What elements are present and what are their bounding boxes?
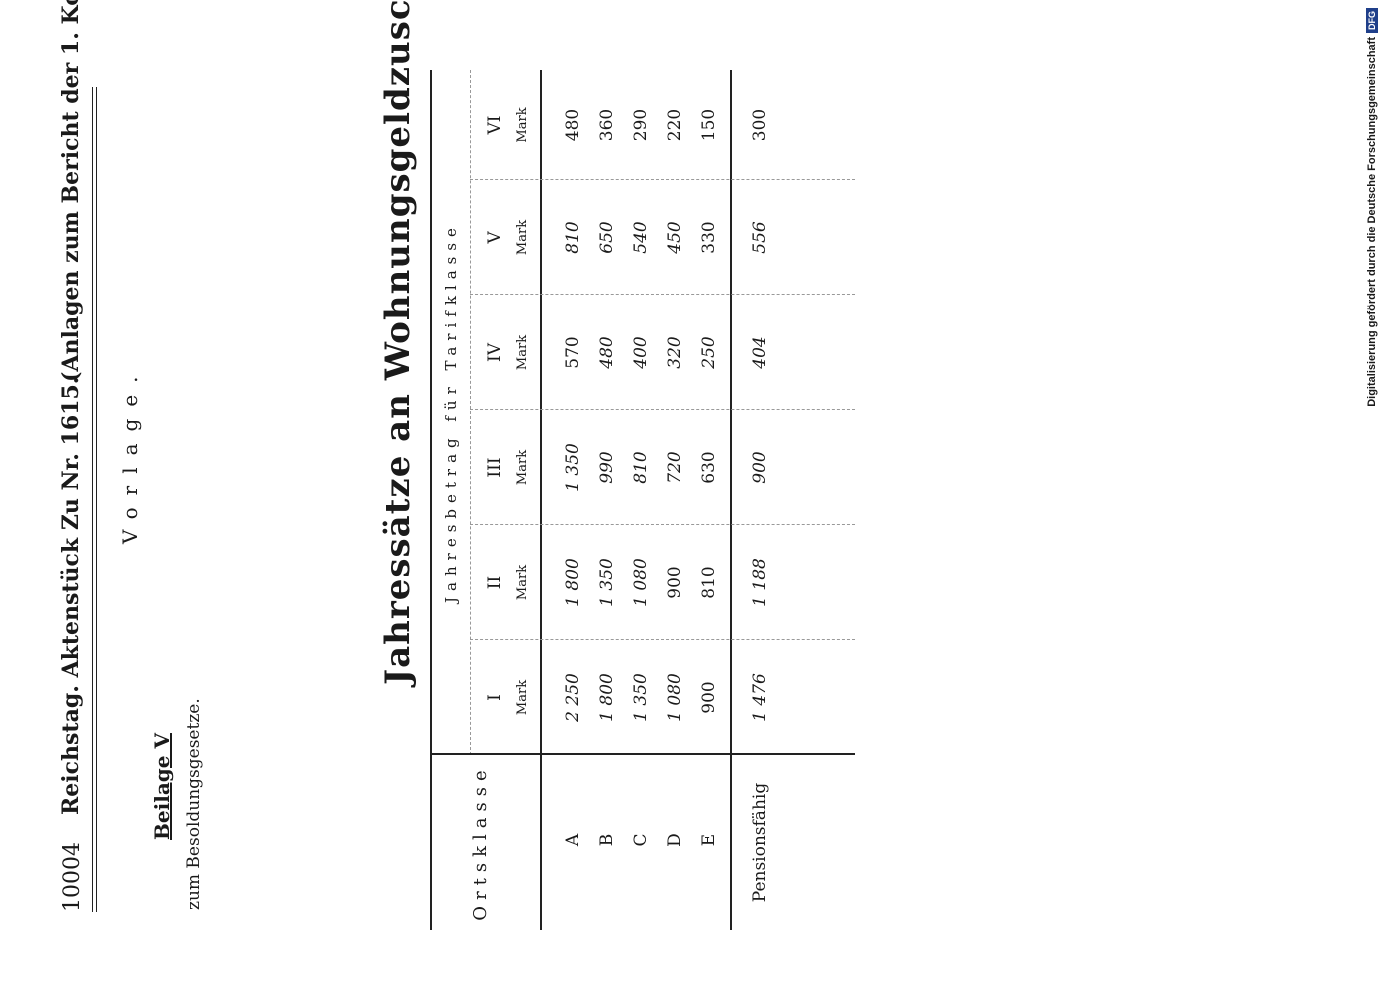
table-cell: 400 xyxy=(631,336,651,369)
footer-top-rule xyxy=(730,70,732,930)
header-rule xyxy=(96,87,97,912)
table-cell: 810 xyxy=(699,566,719,599)
column-header: I xyxy=(485,694,505,701)
table-cell: 360 xyxy=(597,108,617,142)
row-label: D xyxy=(665,833,685,847)
group-header: Jahresbetrag für Tarifklasse xyxy=(442,222,460,603)
footer-cell: 404 xyxy=(750,336,770,369)
column-header: IV xyxy=(485,343,505,362)
beilage-subtitle: zum Besoldungsgesetze. xyxy=(184,698,204,910)
header-subtitle: (Anlagen zum Bericht der 1. Kommission.) xyxy=(58,0,84,382)
table-cell: 330 xyxy=(699,221,719,254)
table-cell: 1 080 xyxy=(631,558,651,607)
unit-label: Mark xyxy=(515,107,530,143)
table-cell: 2 250 xyxy=(563,673,583,722)
row-label: A xyxy=(563,833,583,847)
table-cell: 990 xyxy=(597,451,617,484)
table-cell: 450 xyxy=(665,221,685,254)
table-cell: 250 xyxy=(699,336,719,369)
row-label: E xyxy=(699,833,719,847)
row-header: Ortsklasse xyxy=(470,764,491,921)
table-cell: 1 350 xyxy=(597,558,617,607)
vorlage-heading: Vorlage. xyxy=(118,364,142,544)
row-label: B xyxy=(597,833,617,847)
dfg-logo: DFG xyxy=(1366,8,1378,33)
unit-label: Mark xyxy=(515,564,530,601)
table-cell: 320 xyxy=(665,336,685,369)
table-cell: 220 xyxy=(665,108,685,142)
page-number: 10004 xyxy=(60,842,85,912)
column-header: VI xyxy=(485,115,505,135)
footer-cell: 900 xyxy=(750,451,770,484)
dfg-note: Digitalisierung gefördert durch die Deut… xyxy=(1363,8,1381,408)
table-cell: 630 xyxy=(699,451,719,484)
table-cell: 1 350 xyxy=(631,673,651,722)
column-header: II xyxy=(485,575,505,590)
table-cell: 810 xyxy=(563,221,583,254)
table-cell: 900 xyxy=(699,681,719,714)
header-rule xyxy=(92,87,93,912)
table-cell: 1 350 xyxy=(563,443,583,492)
table-cell: 150 xyxy=(699,108,719,142)
footer-cell: 1 476 xyxy=(750,673,770,722)
unit-label: Mark xyxy=(515,679,530,716)
table-cell: 900 xyxy=(665,566,685,599)
group-header-rule xyxy=(470,70,471,755)
table-cell: 1 800 xyxy=(563,558,583,607)
dfg-note-text: Digitalisierung gefördert durch die Deut… xyxy=(1366,37,1378,407)
table-top-rule xyxy=(430,70,432,930)
column-header: V xyxy=(485,231,505,244)
table-cell: 720 xyxy=(665,451,685,484)
table-cell: 1 800 xyxy=(597,673,617,722)
beilage-title: Beilage V xyxy=(150,733,174,840)
footer-cell: 556 xyxy=(750,221,770,254)
row-label: C xyxy=(631,833,651,847)
unit-label: Mark xyxy=(515,219,530,256)
table-cell: 290 xyxy=(631,108,651,142)
unit-label: Mark xyxy=(515,449,530,486)
footer-label: Pensionsfähig xyxy=(750,782,770,903)
table-cell: 480 xyxy=(597,336,617,369)
table-cell: 480 xyxy=(563,108,583,142)
unit-label: Mark xyxy=(515,334,530,371)
table-cell: 650 xyxy=(597,221,617,254)
header-bottom-rule xyxy=(540,70,542,930)
footer-cell: 1 188 xyxy=(750,558,770,607)
column-header: III xyxy=(485,457,505,478)
footer-cell: 300 xyxy=(750,108,770,142)
main-title: Jahressätze an Wohnungsgeldzuschuß. xyxy=(378,0,418,685)
rate-table: Ortsklasse Jahresbetrag für Tarifklasse … xyxy=(430,70,860,930)
table-cell: 1 080 xyxy=(665,673,685,722)
table-cell: 570 xyxy=(563,336,583,369)
table-cell: 540 xyxy=(631,221,651,254)
header-title: Reichstag. Aktenstück Zu Nr. 1615. xyxy=(58,376,84,815)
table-cell: 810 xyxy=(631,451,651,484)
